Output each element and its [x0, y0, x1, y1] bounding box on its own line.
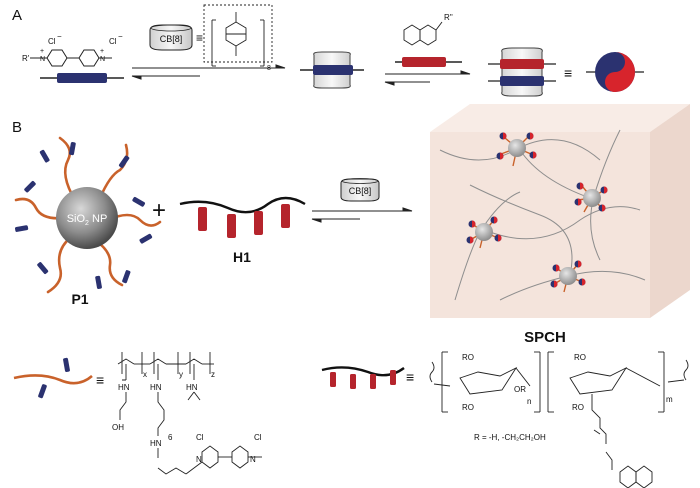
cb8-equivalence: ≡ — [196, 31, 203, 45]
pyridinium-n-1: N — [196, 455, 202, 464]
repeat-n: n — [527, 397, 531, 406]
p1-copolymer-structure — [117, 352, 262, 475]
chloride-right-charge: − — [118, 32, 123, 41]
binary-complex-cartoon — [300, 51, 364, 89]
amide-hn-1: HN — [118, 383, 130, 392]
repeat-x: x — [143, 370, 147, 379]
cb8-barrel-b: CB[8] — [340, 178, 380, 202]
h1-label: H1 — [233, 249, 251, 265]
p1-segment-cartoon — [13, 357, 93, 399]
nanoparticle-label: SiO2 NP — [67, 213, 108, 227]
hydroxyl: OH — [112, 423, 124, 432]
chloride-left-charge: − — [57, 32, 62, 41]
repeat-m: m — [666, 395, 673, 404]
equilibrium-arrow-gelation — [311, 207, 413, 223]
amide-hn-3: HN — [186, 383, 198, 392]
equilibrium-arrow-cb8 — [131, 64, 286, 80]
r-prime-substituent: R' — [22, 54, 30, 63]
methyl-viologen-structure: Cl − Cl − R' N + N + — [22, 32, 123, 67]
naphthalene-guest-cartoon — [395, 57, 462, 67]
panel-b-label: B — [12, 119, 22, 136]
nitrogen-left-charge: + — [40, 48, 44, 55]
ternary-complex-symbol — [586, 52, 644, 92]
ternary-equivalence-sign: ≡ — [564, 65, 572, 81]
substituent-ro-3: RO — [574, 353, 586, 362]
equilibrium-arrow-naphthalene — [384, 70, 471, 86]
pyridinium-n-2: N — [250, 455, 256, 464]
chloride-right: Cl — [109, 37, 117, 46]
cb8-monomer-structure: 8 — [203, 4, 273, 72]
nitrogen-right-charge: + — [100, 48, 104, 55]
p1-equivalence: ≡ — [96, 372, 104, 388]
h1-dextran-structure — [429, 351, 689, 488]
chloride-left: Cl — [48, 37, 56, 46]
h1-segment-cartoon — [321, 366, 405, 389]
cb8-label-a: CB[8] — [160, 34, 183, 44]
cb8-barrel-top: CB[8] — [149, 24, 193, 51]
pyridinium-ring-right — [78, 49, 100, 67]
repeat-z: z — [211, 370, 215, 379]
amide-hn-4: HN — [150, 439, 162, 448]
naphthalene-substituent: R'' — [444, 13, 453, 22]
viologen-guest-cartoon — [40, 73, 124, 83]
anion-cl-2: Cl — [254, 433, 262, 442]
p1-structure-labels: x y z HN OH HN HN HN 6 Cl Cl N N — [112, 370, 262, 464]
spch-hydrogel-cube — [430, 104, 690, 318]
pyridinium-ring-left — [46, 49, 68, 67]
substituent-ro-2: RO — [462, 403, 474, 412]
nitrogen-right: N — [100, 56, 105, 63]
h1-structure-labels: RO OR RO RO RO n m R = -H, -CH₂CH₂OH — [462, 353, 673, 442]
amide-hn-2: HN — [150, 383, 162, 392]
anion-cl-1: Cl — [196, 433, 204, 442]
spacer-six: 6 — [168, 433, 173, 442]
ternary-complex-cartoon — [488, 47, 556, 97]
panel-a-label: A — [12, 7, 22, 24]
naphthalene-structure: R'' — [403, 13, 453, 46]
r-group-definition: R = -H, -CH₂CH₂OH — [474, 433, 546, 442]
substituent-ro-1: RO — [462, 353, 474, 362]
repeat-y: y — [179, 370, 183, 379]
h1-polymer — [179, 196, 306, 238]
plus-sign: + — [152, 197, 166, 224]
p1-nanoparticle: SiO2 NP — [14, 136, 162, 294]
substituent-ro-4: RO — [572, 403, 584, 412]
nitrogen-left: N — [40, 56, 45, 63]
h1-equivalence: ≡ — [406, 369, 414, 385]
substituent-or-1: OR — [514, 385, 526, 394]
p1-label: P1 — [71, 291, 88, 307]
spch-label: SPCH — [524, 329, 566, 346]
cb8-label-b: CB[8] — [349, 186, 372, 196]
